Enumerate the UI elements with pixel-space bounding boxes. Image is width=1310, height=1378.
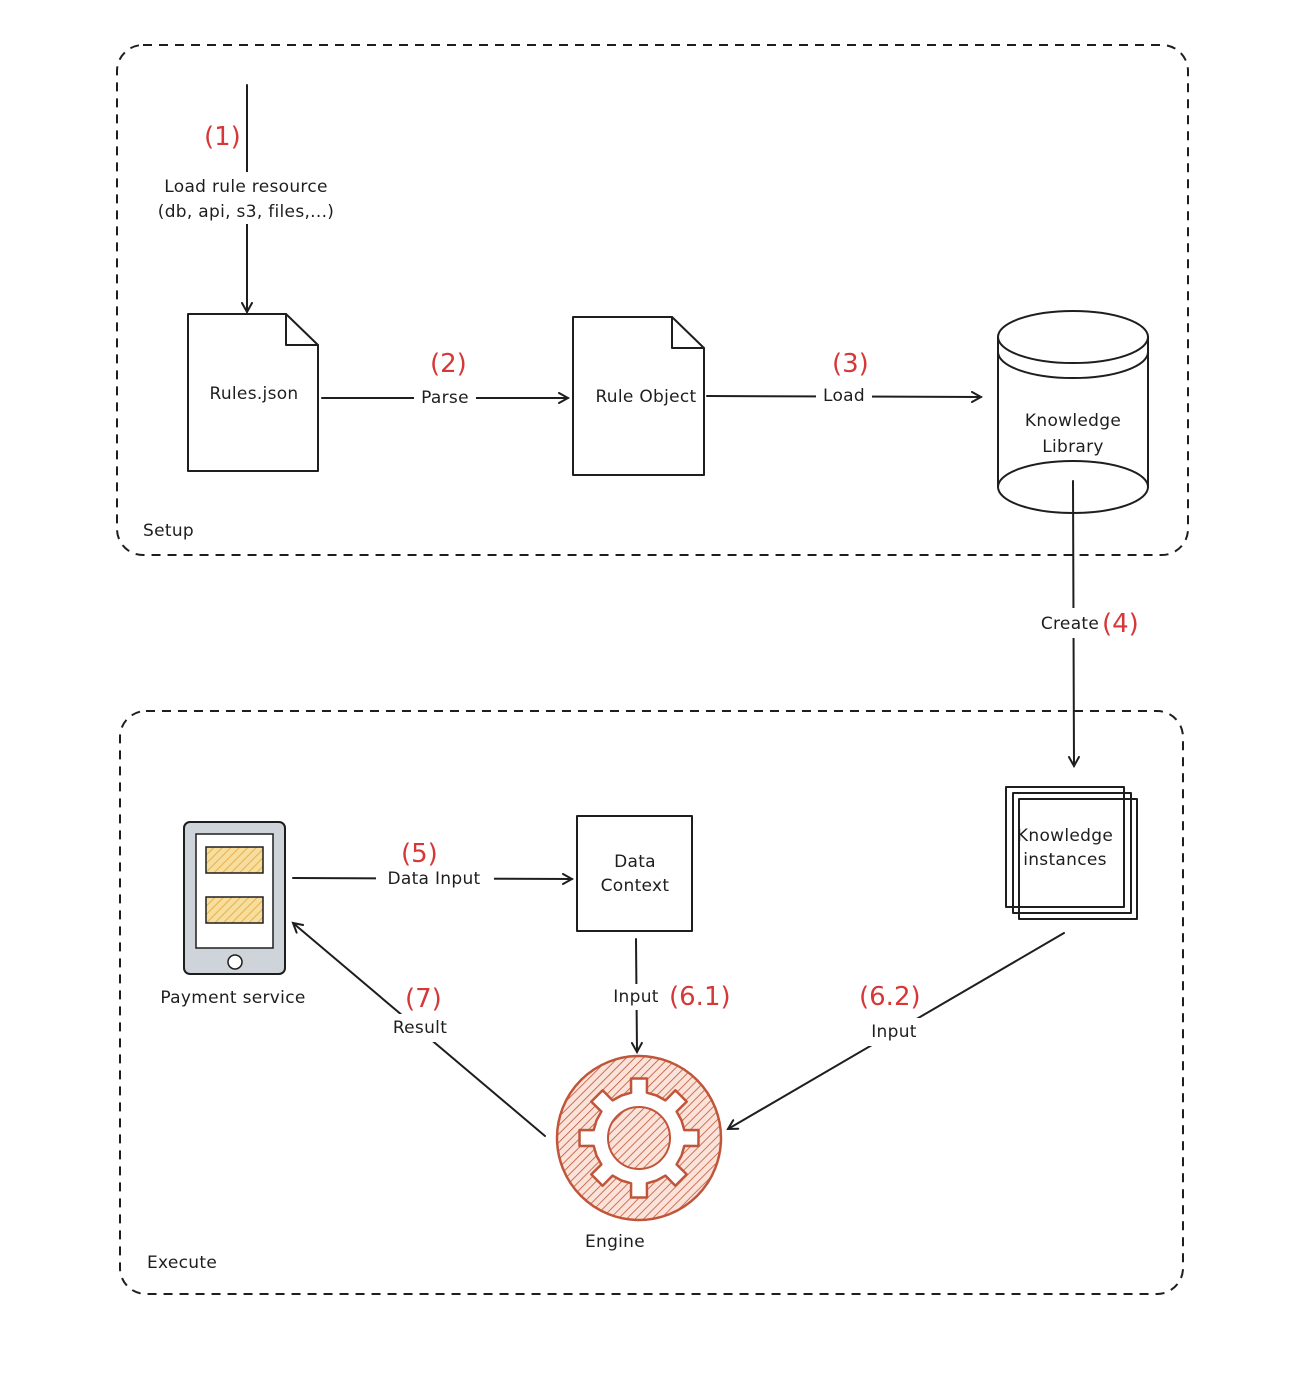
rules-json-node: Rules.json [187, 313, 319, 472]
step-4-label: (4) [1102, 609, 1139, 639]
rule-object-node: Rule Object [572, 316, 705, 476]
payment-service-node: Payment service [160, 821, 305, 1008]
step-2-label: (2) [430, 349, 467, 379]
document-icon [187, 313, 319, 472]
knowledge-library-label-1: Knowledge [1025, 411, 1121, 431]
knowledge-library-node: Knowledge Library [997, 310, 1149, 514]
setup-group-label: Setup [143, 521, 194, 541]
edge-load-resource-label-1: Load rule resource [164, 177, 327, 197]
step-3-label: (3) [832, 349, 869, 379]
edge-data-input-label: Data Input [387, 869, 480, 889]
engine-label: Engine [585, 1232, 645, 1252]
gear-icon [555, 1054, 723, 1222]
edge-create-label: Create [1041, 614, 1099, 634]
engine-node: Engine [555, 1054, 723, 1252]
rule-object-label: Rule Object [595, 387, 696, 407]
data-context-label-2: Context [601, 876, 670, 896]
edge-load-label: Load [823, 386, 865, 406]
edge-input-instances-label: Input [871, 1022, 917, 1042]
step-5-label: (5) [401, 839, 438, 869]
document-icon [572, 316, 705, 476]
edge-input-context-label: Input [613, 987, 659, 1007]
setup-group-frame [116, 44, 1189, 556]
execute-group-label: Execute [147, 1253, 217, 1273]
payment-service-label: Payment service [160, 988, 305, 1008]
edge-result-label: Result [393, 1018, 447, 1038]
edge-load-resource-label-2: (db, api, s3, files,...) [158, 202, 334, 222]
knowledge-instances-label-2: instances [1023, 850, 1107, 870]
data-context-label-1: Data [614, 852, 656, 872]
multiple-documents-icon [1005, 786, 1125, 908]
execute-group-frame [119, 710, 1184, 1295]
knowledge-instances-label-1: Knowledge [1017, 826, 1113, 846]
step-6-1-label: (6.1) [669, 982, 731, 1012]
knowledge-instances-node: Knowledge instances [1005, 786, 1138, 920]
step-1-label: (1) [204, 122, 241, 152]
knowledge-library-label-2: Library [1042, 437, 1104, 457]
rules-json-label: Rules.json [209, 384, 298, 404]
step-7-label: (7) [405, 984, 442, 1014]
data-context-node: Data Context [576, 815, 693, 932]
edge-parse-label: Parse [421, 388, 469, 408]
step-6-2-label: (6.2) [859, 982, 921, 1012]
